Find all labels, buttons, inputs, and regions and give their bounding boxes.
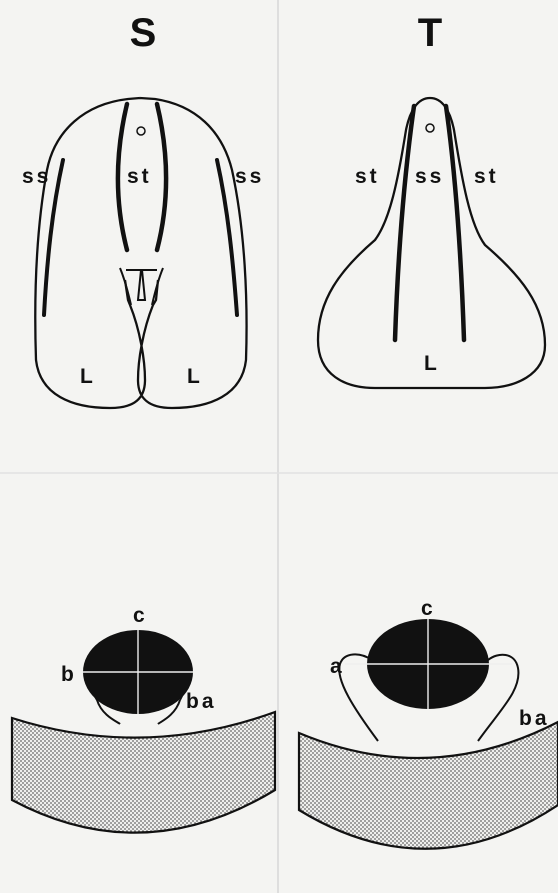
heading-t: T <box>418 11 442 55</box>
label-ss-left: ss <box>22 165 51 188</box>
label-c-left: c <box>133 604 148 627</box>
label-st-right: st <box>474 165 499 188</box>
label-l-right: L <box>187 365 203 388</box>
label-c-right: c <box>421 597 436 620</box>
label-st-left: st <box>355 165 380 188</box>
heading-s: S <box>130 11 157 55</box>
label-b: b <box>61 663 77 686</box>
label-l-center: L <box>424 352 440 375</box>
label-ss-center: ss <box>415 165 444 188</box>
label-ba-left: ba <box>186 690 217 713</box>
label-st: st <box>127 165 152 188</box>
label-l-left: L <box>80 365 96 388</box>
label-a: a <box>330 655 345 678</box>
label-ss-right: ss <box>235 165 264 188</box>
label-ba-right: ba <box>519 707 550 730</box>
